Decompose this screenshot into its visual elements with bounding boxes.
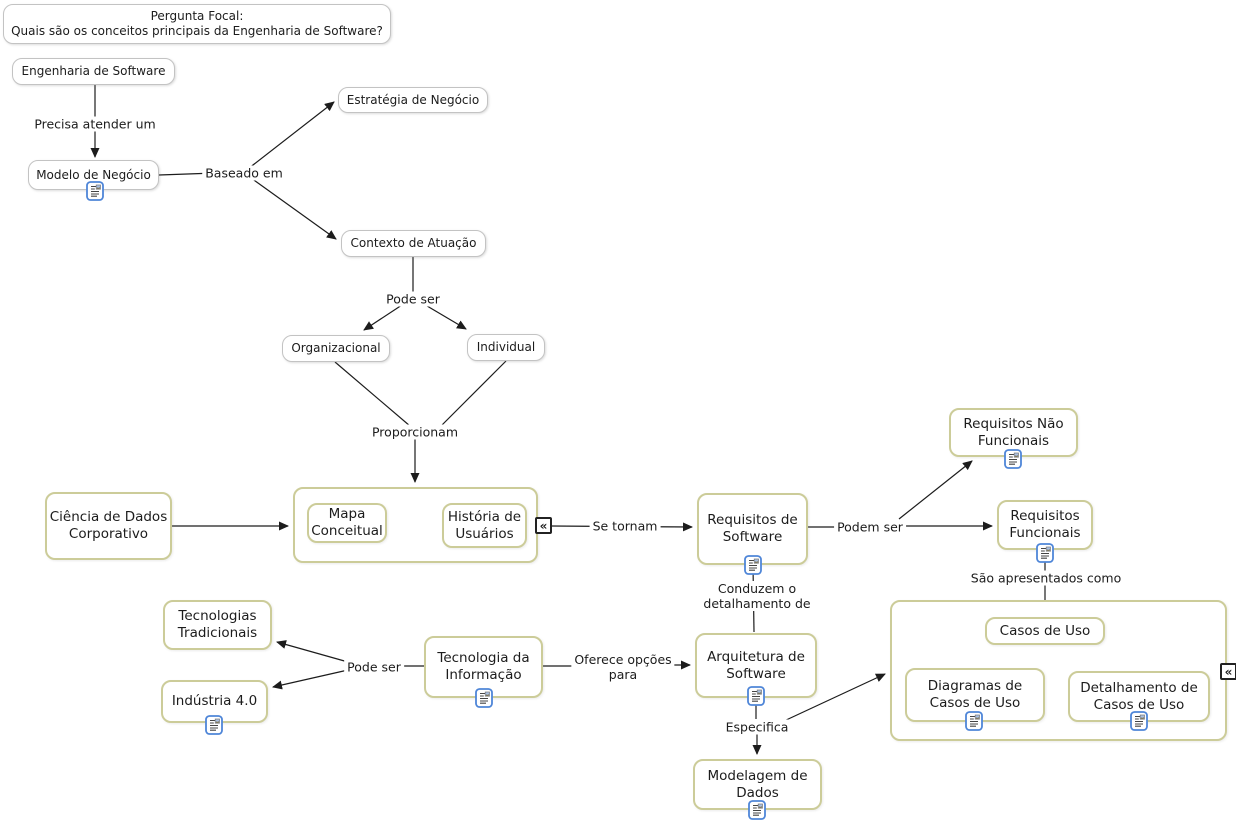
node-mapa-conceitual[interactable]: Mapa Conceitual [307, 503, 387, 543]
node-label: Requisitos de Software [707, 512, 798, 545]
node-label: Ciência de Dados Corporativo [49, 509, 168, 542]
node-label: Modelo de Negócio [36, 167, 151, 182]
node-label: Arquitetura de Software [707, 648, 805, 682]
node-label: Estratégia de Negócio [346, 92, 480, 107]
node-label: Mapa Conceitual [311, 506, 383, 539]
node-label: Engenharia de Software [21, 64, 166, 78]
resource-icon[interactable] [965, 711, 983, 731]
node-casos-de-uso[interactable]: Casos de Uso [985, 617, 1105, 645]
link-label-sao-apresentados-como[interactable]: São apresentados como [967, 570, 1125, 586]
link-label-pode-ser-top[interactable]: Pode ser [383, 291, 443, 307]
collapse-icon[interactable]: « [1220, 663, 1236, 680]
resource-icon[interactable] [205, 715, 223, 735]
link-label-oferece-opcoes-para[interactable]: Oferece opções para [571, 652, 675, 682]
node-estrategia-de-negocio[interactable]: Estratégia de Negócio [338, 87, 488, 113]
focal-question-box[interactable]: Pergunta Focal:Quais são os conceitos pr… [3, 4, 391, 44]
node-engenharia-de-software[interactable]: Engenharia de Software [12, 58, 175, 85]
resource-icon[interactable] [1036, 543, 1054, 563]
resource-icon[interactable] [744, 555, 762, 575]
node-historia-de-usuarios[interactable]: História de Usuários [442, 503, 527, 548]
resource-icon[interactable] [1130, 711, 1148, 731]
node-label: Diagramas de Casos de Uso [927, 678, 1023, 711]
focal-question-text: Pergunta Focal:Quais são os conceitos pr… [11, 9, 383, 38]
node-label: Indústria 4.0 [171, 693, 258, 710]
node-label: Casos de Uso [999, 622, 1091, 639]
node-tecnologia-da-informacao[interactable]: Tecnologia da Informação [424, 636, 543, 698]
resource-icon[interactable] [747, 686, 765, 706]
link-label-especifica[interactable]: Especifica [722, 719, 792, 735]
link-label-se-tornam[interactable]: Se tornam [589, 518, 661, 534]
node-label: Modelagem de Dados [707, 767, 808, 801]
resource-icon[interactable] [748, 800, 766, 820]
node-requisitos-funcionais[interactable]: Requisitos Funcionais [997, 500, 1093, 550]
node-contexto-de-atuacao[interactable]: Contexto de Atuação [341, 230, 486, 257]
node-label: Tecnologias Tradicionais [177, 608, 258, 641]
node-label: Contexto de Atuação [350, 236, 477, 250]
node-label: Organizacional [291, 341, 381, 355]
node-label: Individual [476, 340, 536, 354]
node-label: Tecnologia da Informação [437, 650, 530, 683]
node-industria-4-0[interactable]: Indústria 4.0 [161, 680, 268, 723]
link-label-baseado-em[interactable]: Baseado em [202, 165, 286, 181]
link-label-precisa-atender-um[interactable]: Precisa atender um [31, 116, 159, 132]
link-label-podem-ser[interactable]: Podem ser [834, 519, 906, 535]
node-tecnologias-tradicionais[interactable]: Tecnologias Tradicionais [163, 600, 272, 650]
collapse-icon[interactable]: « [535, 517, 552, 534]
node-label: História de Usuários [447, 508, 522, 542]
link-label-proporcionam[interactable]: Proporcionam [368, 424, 462, 440]
node-label: Requisitos Funcionais [1009, 508, 1081, 541]
resource-icon[interactable] [86, 181, 104, 201]
node-label: Requisitos Não Funcionais [963, 415, 1064, 449]
link-label-pode-ser-bottom[interactable]: Pode ser [344, 659, 404, 675]
node-ciencia-de-dados-corporativo[interactable]: Ciência de Dados Corporativo [45, 492, 172, 560]
collapse-glyph: « [1224, 664, 1233, 679]
node-individual[interactable]: Individual [467, 334, 545, 361]
node-label: Detalhamento de Casos de Uso [1080, 679, 1198, 713]
collapse-glyph: « [539, 518, 548, 533]
node-organizacional[interactable]: Organizacional [282, 335, 390, 362]
link-label-conduzem-o-detalhamento-de[interactable]: Conduzem o detalhamento de [700, 581, 814, 611]
resource-icon[interactable] [1004, 449, 1022, 469]
resource-icon[interactable] [475, 688, 493, 708]
